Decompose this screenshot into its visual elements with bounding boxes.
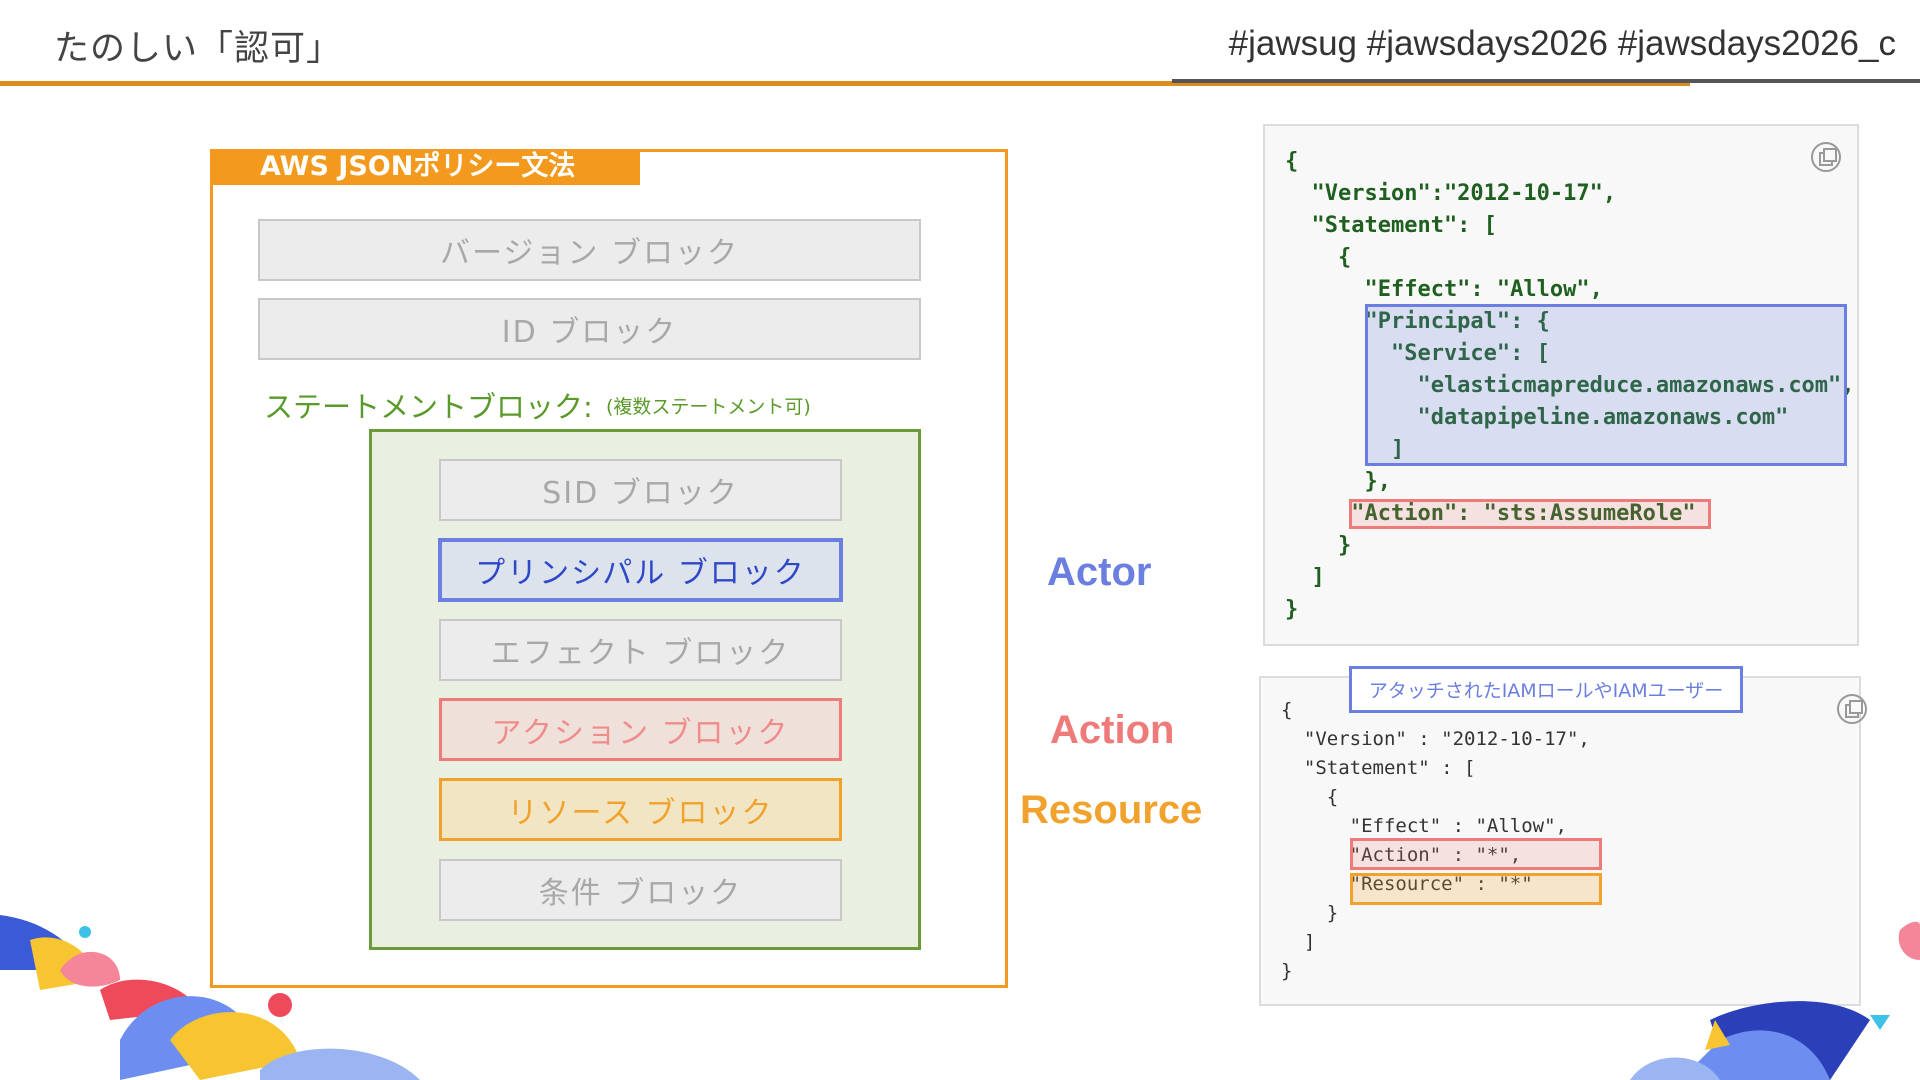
principal-highlight <box>1365 304 1847 466</box>
condition-block: 条件 ブロック <box>439 859 842 921</box>
action-label: Action <box>1050 708 1175 752</box>
sid-block: SID ブロック <box>439 459 842 521</box>
trust-policy-code: { "Version":"2012-10-17", "Statement": [… <box>1285 149 1855 622</box>
header-rule-dark <box>1172 79 1920 83</box>
principal-block: プリンシパル ブロック <box>438 538 843 602</box>
permission-resource-highlight <box>1350 873 1602 905</box>
statement-block-label: ステートメントブロック: <box>264 390 593 424</box>
permission-policy-code-panel: { "Version" : "2012-10-17", "Statement" … <box>1259 676 1867 1006</box>
attached-principal-note: アタッチされたIAMロールやIAMユーザー <box>1349 666 1743 713</box>
page-title: たのしい「認可」 <box>54 29 343 69</box>
trust-policy-code-panel: { "Version":"2012-10-17", "Statement": [… <box>1263 124 1859 646</box>
permission-action-highlight <box>1350 838 1602 870</box>
id-block: ID ブロック <box>258 298 921 360</box>
hashtags: #jawsug #jawsdays2026 #jawsdays2026_c <box>1228 24 1896 63</box>
policy-grammar-tab: AWS JSONポリシー文法 <box>210 149 640 185</box>
resource-label: Resource <box>1020 788 1203 832</box>
header-rule-orange <box>0 81 1690 86</box>
copy-icon[interactable] <box>1837 694 1867 724</box>
action-block: アクション ブロック <box>439 698 842 761</box>
copy-icon[interactable] <box>1811 142 1841 172</box>
statement-block-note: (複数ステートメント可) <box>606 396 811 418</box>
effect-block: エフェクト ブロック <box>439 619 842 681</box>
version-block: バージョン ブロック <box>258 219 921 281</box>
actor-label: Actor <box>1047 550 1152 594</box>
resource-block: リソース ブロック <box>439 778 842 841</box>
permission-policy-code: { "Version" : "2012-10-17", "Statement" … <box>1281 699 1590 982</box>
trust-action-highlight <box>1349 499 1711 529</box>
